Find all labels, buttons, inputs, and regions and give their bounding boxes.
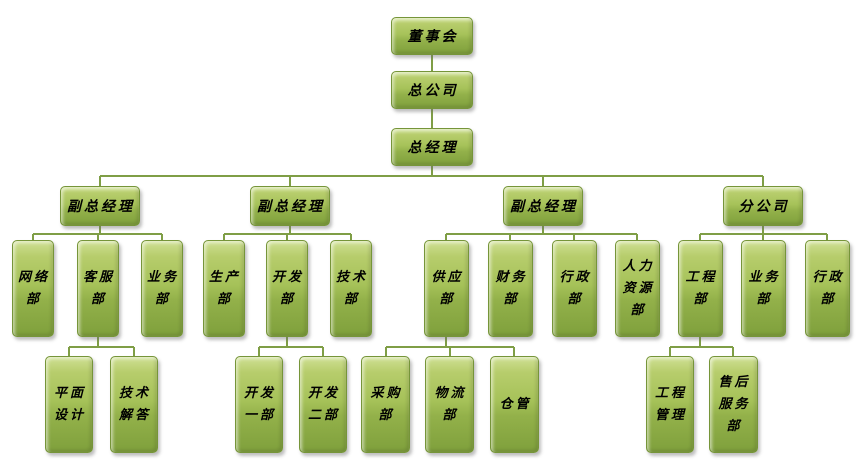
org-node-head-office[interactable]: 总公司 xyxy=(391,71,473,109)
connector-group-deputy2 xyxy=(223,224,352,244)
org-node-aftersales-dept[interactable]: 售后服务部 xyxy=(709,356,758,453)
connector-sub-development xyxy=(258,335,324,360)
connector-sub-engineering xyxy=(669,335,734,360)
org-node-business-dept-2[interactable]: 业务部 xyxy=(741,240,786,337)
org-node-engineering-dept[interactable]: 工程部 xyxy=(678,240,723,337)
org-node-customer-service-dept[interactable]: 客服部 xyxy=(77,240,119,337)
org-node-business-dept-1[interactable]: 业务部 xyxy=(141,240,183,337)
connector-group-branch xyxy=(699,224,828,244)
org-node-logistics-dept[interactable]: 物流部 xyxy=(425,356,474,453)
org-node-purchasing-dept[interactable]: 采购部 xyxy=(361,356,410,453)
org-node-board[interactable]: 董事会 xyxy=(391,17,473,55)
org-node-network-dept[interactable]: 网络部 xyxy=(12,240,54,337)
org-node-dev-dept-1[interactable]: 开发一部 xyxy=(235,356,283,453)
org-node-graphic-design[interactable]: 平面设计 xyxy=(45,356,93,453)
org-node-hr-dept[interactable]: 人力资源部 xyxy=(615,240,660,337)
connector-sub-supply xyxy=(385,335,515,360)
connector-trunk xyxy=(99,53,764,190)
org-node-finance-dept[interactable]: 财务部 xyxy=(488,240,533,337)
org-node-deputy-gm-2[interactable]: 副总经理 xyxy=(250,186,330,226)
connector-sub-customer-service xyxy=(68,335,135,360)
org-node-admin-dept-2[interactable]: 行政部 xyxy=(805,240,850,337)
org-node-development-dept[interactable]: 开发部 xyxy=(266,240,308,337)
connector-group-deputy1 xyxy=(32,224,163,244)
org-node-general-manager[interactable]: 总经理 xyxy=(391,128,473,166)
org-node-production-dept[interactable]: 生产部 xyxy=(203,240,245,337)
connector-group-deputy3 xyxy=(445,224,638,244)
org-node-warehouse[interactable]: 仓管 xyxy=(490,356,539,453)
org-node-admin-dept-1[interactable]: 行政部 xyxy=(552,240,597,337)
org-node-eng-management[interactable]: 工程管理 xyxy=(646,356,694,453)
org-node-tech-support[interactable]: 技术解答 xyxy=(110,356,158,453)
org-node-deputy-gm-1[interactable]: 副总经理 xyxy=(60,186,140,226)
org-node-supply-dept[interactable]: 供应部 xyxy=(424,240,469,337)
org-node-technology-dept[interactable]: 技术部 xyxy=(330,240,372,337)
org-node-branch-company[interactable]: 分公司 xyxy=(723,186,803,226)
org-node-dev-dept-2[interactable]: 开发二部 xyxy=(299,356,347,453)
org-node-deputy-gm-3[interactable]: 副总经理 xyxy=(503,186,583,226)
